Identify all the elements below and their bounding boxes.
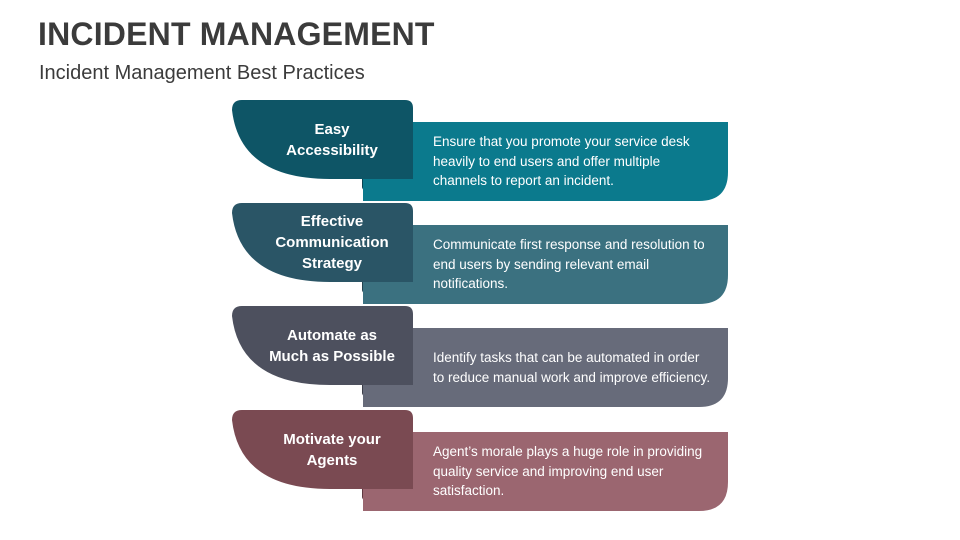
practice-shapes <box>232 306 728 407</box>
practice-title-text: Easy Accessibility <box>286 120 378 159</box>
description-block <box>363 328 728 407</box>
practice-description: Ensure that you promote your service des… <box>433 134 690 189</box>
practice-title: Motivate your Agents <box>238 410 426 489</box>
title-block <box>232 306 413 385</box>
practice-title: Effective Communication Strategy <box>238 203 426 282</box>
practice-title-text: Effective Communication Strategy <box>275 213 389 272</box>
practice-title: Easy Accessibility <box>238 100 426 179</box>
practice-title-text: Automate as Much as Possible <box>269 326 395 365</box>
description-block <box>363 225 728 304</box>
title-block <box>232 203 413 282</box>
practice-row: Effective Communication Strategy Communi… <box>0 203 960 313</box>
practice-row: Motivate your Agents Agent’s morale play… <box>0 410 960 520</box>
practice-description: Agent’s morale plays a huge role in prov… <box>433 444 703 499</box>
practice-title: Automate as Much as Possible <box>238 306 426 385</box>
description-block <box>363 432 728 511</box>
practice-shapes <box>232 410 728 511</box>
practice-shapes <box>232 203 728 304</box>
title-block <box>232 410 413 489</box>
description-block <box>363 122 728 201</box>
page-title: INCIDENT MANAGEMENT <box>38 16 435 52</box>
practice-description: Identify tasks that can be automated in … <box>433 350 711 385</box>
practice-row: Automate as Much as Possible Identify ta… <box>0 306 960 416</box>
page-subtitle: Incident Management Best Practices <box>39 62 365 84</box>
practice-description: Communicate first response and resolutio… <box>433 237 705 292</box>
practice-shapes <box>232 100 728 201</box>
practice-row: Easy Accessibility Ensure that you promo… <box>0 100 960 210</box>
title-block <box>232 100 413 179</box>
practice-title-text: Motivate your Agents <box>283 430 381 469</box>
